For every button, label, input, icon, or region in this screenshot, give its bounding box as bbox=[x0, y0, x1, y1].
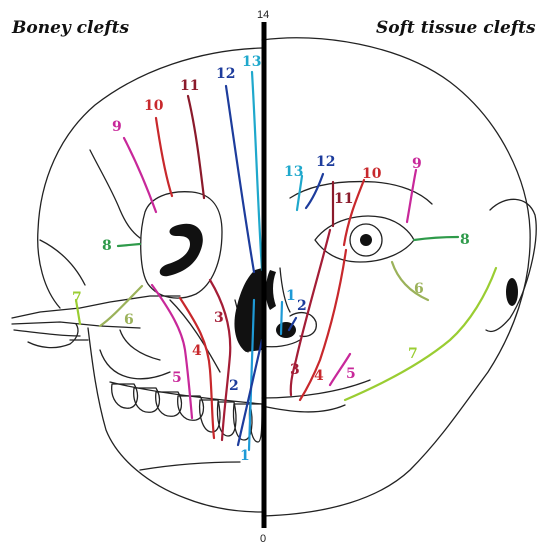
boney-cleft-13-label: 13 bbox=[242, 54, 261, 70]
boney-cleft-8-label: 8 bbox=[102, 238, 112, 254]
orbit-fissure bbox=[159, 223, 203, 277]
skull-orbit bbox=[140, 191, 223, 299]
soft-cleft-5-label: 5 bbox=[346, 366, 356, 382]
boney-cleft-9-label: 9 bbox=[112, 119, 122, 135]
boney-cleft-lines bbox=[74, 70, 264, 452]
boney-clefts-heading: Boney clefts bbox=[11, 18, 129, 38]
face-outline bbox=[261, 37, 537, 517]
soft-cleft-1-line bbox=[279, 300, 284, 336]
soft-cleft-7-line bbox=[343, 266, 498, 402]
soft-cleft-9-label: 9 bbox=[412, 156, 422, 172]
soft-cleft-6-line bbox=[390, 260, 430, 302]
soft-cleft-4-label: 4 bbox=[314, 368, 324, 384]
boney-cleft-1-line bbox=[247, 298, 256, 452]
soft-tissue-cleft-lines bbox=[279, 168, 498, 402]
soft-cleft-3-line bbox=[289, 228, 332, 397]
soft-cleft-13-line bbox=[295, 174, 304, 212]
soft-cleft-13-label: 13 bbox=[284, 164, 303, 180]
boney-cleft-7-label: 7 bbox=[72, 290, 82, 306]
boney-cleft-10-label: 10 bbox=[144, 98, 164, 114]
skull-outline bbox=[11, 47, 263, 513]
boney-cleft-12-label: 12 bbox=[216, 66, 235, 82]
soft-tissue-cleft-labels: 1 2 3 4 5 6 7 8 9 10 11 12 13 bbox=[284, 154, 470, 384]
soft-tissue-clefts-heading: Soft tissue clefts bbox=[376, 18, 536, 38]
boney-cleft-4-line bbox=[178, 296, 216, 440]
ear-canal bbox=[506, 278, 518, 306]
eye bbox=[314, 215, 415, 263]
boney-cleft-1-label: 1 bbox=[240, 448, 250, 464]
boney-cleft-5-line bbox=[150, 283, 194, 420]
boney-cleft-12-line bbox=[224, 84, 256, 274]
boney-cleft-8-line bbox=[116, 242, 142, 248]
boney-cleft-6-line bbox=[98, 284, 144, 328]
upper-teeth bbox=[109, 381, 263, 443]
boney-cleft-3-line bbox=[208, 278, 232, 442]
boney-cleft-6-label: 6 bbox=[124, 312, 134, 328]
soft-cleft-2-line bbox=[287, 316, 298, 332]
boney-cleft-13-line bbox=[250, 70, 264, 272]
boney-cleft-11-label: 11 bbox=[180, 78, 199, 94]
soft-cleft-11-label: 11 bbox=[334, 191, 353, 207]
soft-cleft-9-line bbox=[405, 168, 418, 224]
soft-cleft-1-label: 1 bbox=[286, 288, 296, 304]
boney-cleft-labels: 1 2 3 4 5 6 7 8 9 10 11 12 13 bbox=[72, 54, 261, 464]
soft-cleft-3-label: 3 bbox=[290, 362, 300, 378]
soft-cleft-2-label: 2 bbox=[297, 298, 307, 314]
boney-cleft-9-line bbox=[122, 136, 158, 214]
nasal-ala bbox=[265, 270, 276, 310]
soft-cleft-4-line bbox=[298, 248, 348, 402]
boney-cleft-11-line bbox=[186, 94, 206, 200]
soft-cleft-10-line bbox=[342, 178, 366, 247]
soft-cleft-12-line bbox=[304, 172, 325, 210]
boney-cleft-7-line bbox=[74, 298, 82, 326]
boney-cleft-5-label: 5 bbox=[172, 370, 182, 386]
soft-cleft-10-label: 10 bbox=[362, 166, 382, 182]
boney-cleft-3-label: 3 bbox=[214, 310, 224, 326]
boney-cleft-10-line bbox=[154, 116, 174, 198]
soft-cleft-6-label: 6 bbox=[414, 281, 424, 297]
boney-cleft-4-label: 4 bbox=[192, 343, 202, 359]
nasal-aperture bbox=[234, 268, 262, 352]
scale-bottom-label: 0 bbox=[260, 533, 266, 545]
soft-cleft-8-line bbox=[412, 235, 460, 242]
scale-top-label: 14 bbox=[257, 9, 269, 21]
soft-cleft-8-label: 8 bbox=[460, 232, 470, 248]
soft-cleft-7-label: 7 bbox=[408, 346, 418, 362]
soft-cleft-12-label: 12 bbox=[316, 154, 335, 170]
soft-cleft-5-line bbox=[328, 352, 352, 387]
boney-cleft-2-line bbox=[236, 338, 264, 447]
boney-cleft-2-label: 2 bbox=[229, 378, 239, 394]
